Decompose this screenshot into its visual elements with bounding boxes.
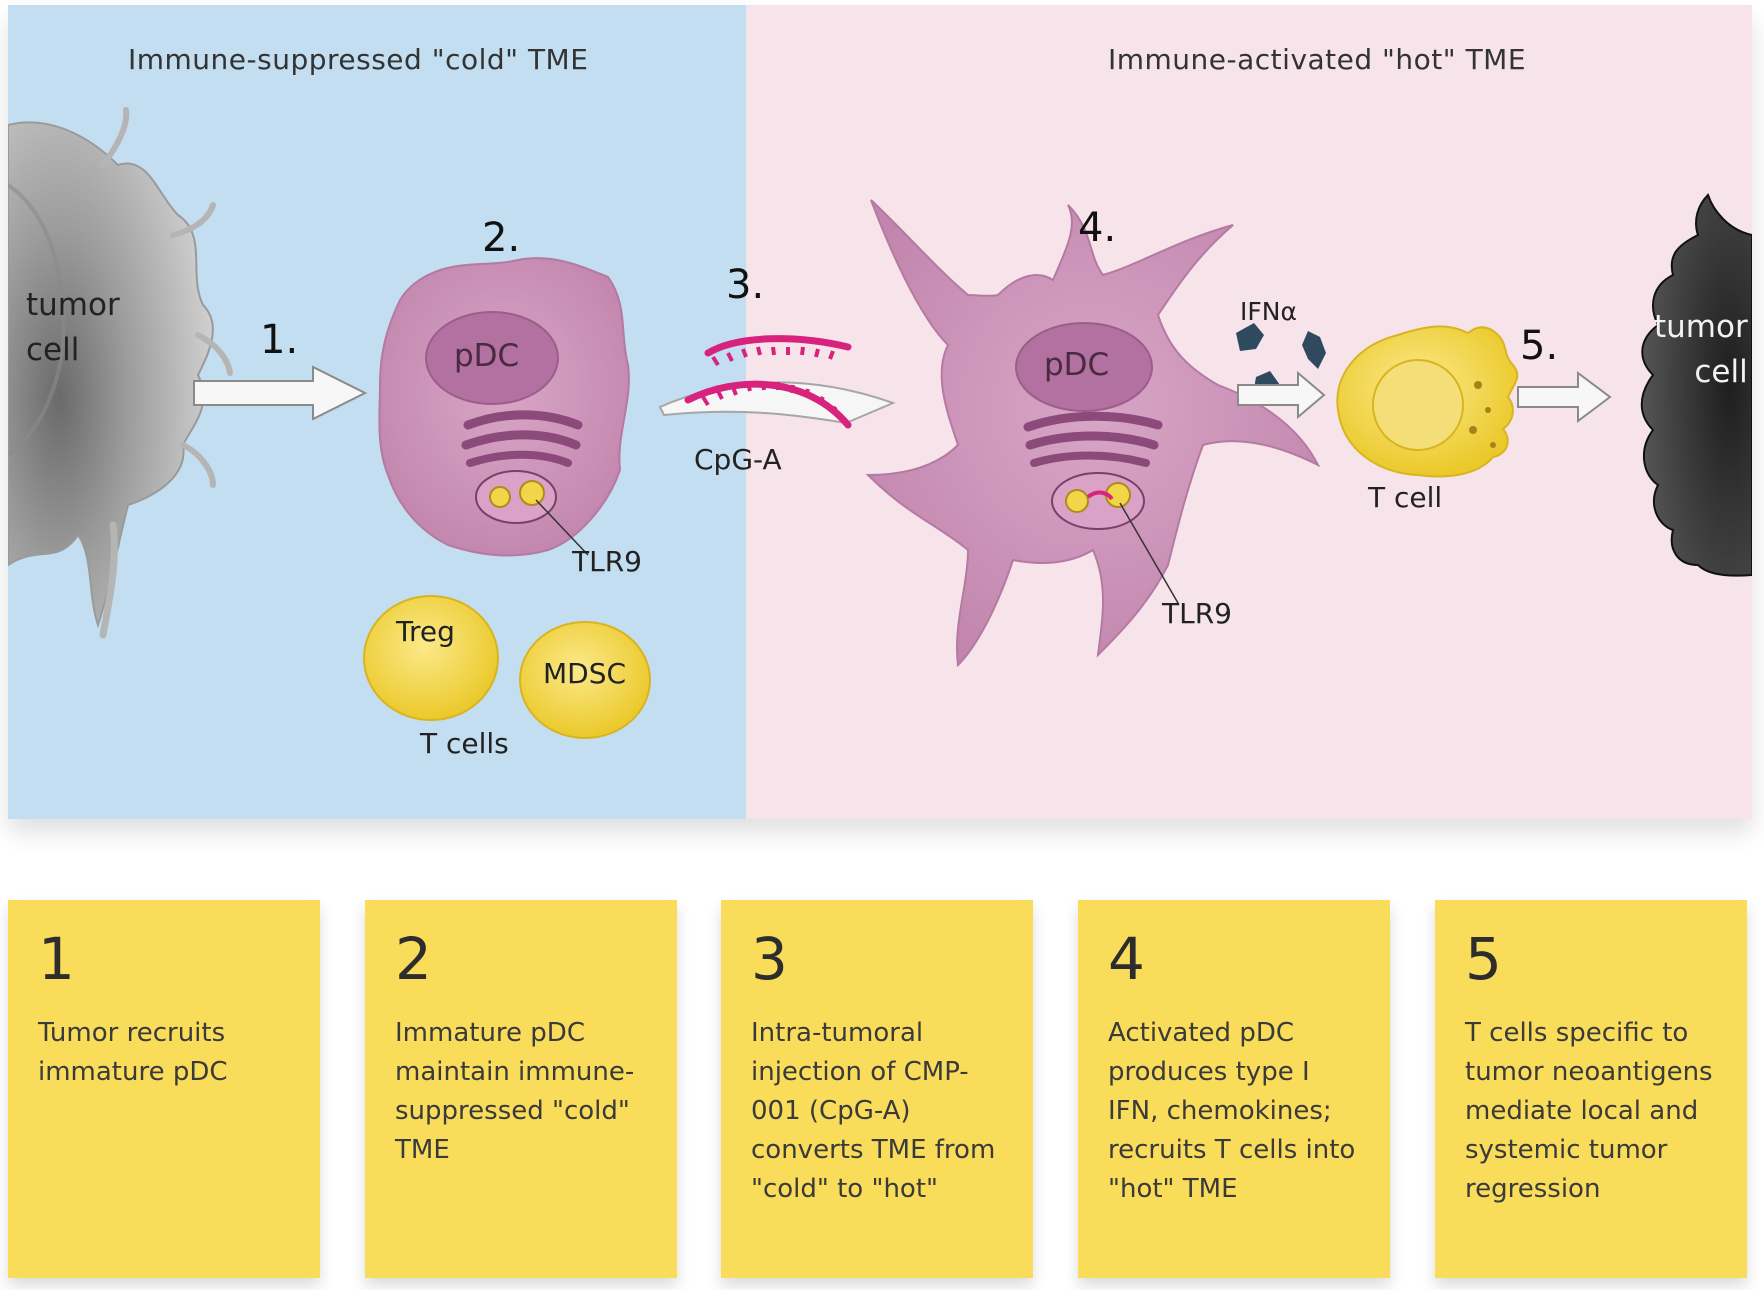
step-cards: 1 Tumor recruits immature pDC 2 Immature…: [8, 900, 1752, 1280]
arrow-step5-icon: [1517, 371, 1612, 423]
treg-label: Treg: [396, 615, 455, 648]
ifn-alpha-label: IFNα: [1240, 297, 1297, 326]
card-number: 1: [38, 925, 75, 993]
step4-label: 4.: [1078, 205, 1117, 251]
card-number: 4: [1108, 925, 1145, 993]
tlr9-right-label: TLR9: [1162, 597, 1232, 630]
immature-pdc-icon: [378, 257, 630, 557]
arrow-step4-icon: [1237, 370, 1326, 420]
cold-panel-title: Immune-suppressed "cold" TME: [128, 43, 589, 76]
cpg-a-label: CpG-A: [694, 443, 782, 476]
t-cell-icon: [1336, 325, 1519, 478]
arrow-step1-icon: [193, 365, 368, 421]
tme-diagram: Immune-suppressed "cold" TME Immune-acti…: [8, 5, 1752, 819]
step-card-2: 2 Immature pDC maintain immune-suppresse…: [365, 900, 677, 1278]
card-number: 3: [751, 925, 788, 993]
t-cell-label: T cell: [1368, 481, 1443, 514]
pdc-left-label: pDC: [454, 338, 520, 374]
step-card-1: 1 Tumor recruits immature pDC: [8, 900, 320, 1278]
step1-label: 1.: [260, 317, 299, 363]
step3-label: 3.: [726, 262, 765, 308]
step-card-4: 4 Activated pDC produces type I IFN, che…: [1078, 900, 1390, 1278]
card-text: Tumor recruits immature pDC: [38, 1018, 228, 1087]
cpg-strand-1-icon: [704, 335, 852, 357]
diagram-artwork: [8, 5, 1752, 819]
step-card-5: 5 T cells specific to tumor neoantigens …: [1435, 900, 1747, 1278]
tumor-cell-left-label: tumor cell: [26, 287, 120, 368]
tumor-cell-right-label: tumor cell: [1654, 309, 1748, 390]
card-number: 2: [395, 925, 432, 993]
pdc-right-label: pDC: [1044, 347, 1110, 383]
mdsc-label: MDSC: [543, 657, 627, 690]
card-text: Intra-tumoral injection of CMP-001 (CpG-…: [751, 1018, 996, 1204]
t-cells-label: T cells: [420, 727, 509, 760]
treg-cell-icon: [363, 595, 499, 721]
card-text: Immature pDC maintain immune-suppressed …: [395, 1018, 635, 1165]
card-text: Activated pDC produces type I IFN, chemo…: [1108, 1018, 1356, 1204]
hot-panel-title: Immune-activated "hot" TME: [1108, 43, 1527, 76]
card-number: 5: [1465, 925, 1502, 993]
step2-label: 2.: [482, 215, 521, 261]
card-text: T cells specific to tumor neoantigens me…: [1465, 1018, 1713, 1204]
step-card-3: 3 Intra-tumoral injection of CMP-001 (Cp…: [721, 900, 1033, 1278]
step5-label: 5.: [1520, 323, 1559, 369]
tumor-cell-grey-icon: [8, 107, 233, 639]
activated-pdc-icon: [865, 199, 1321, 668]
tlr9-left-label: TLR9: [572, 545, 642, 578]
tumor-cell-dark-icon: [1640, 193, 1752, 577]
mdsc-cell-icon: [519, 621, 651, 739]
